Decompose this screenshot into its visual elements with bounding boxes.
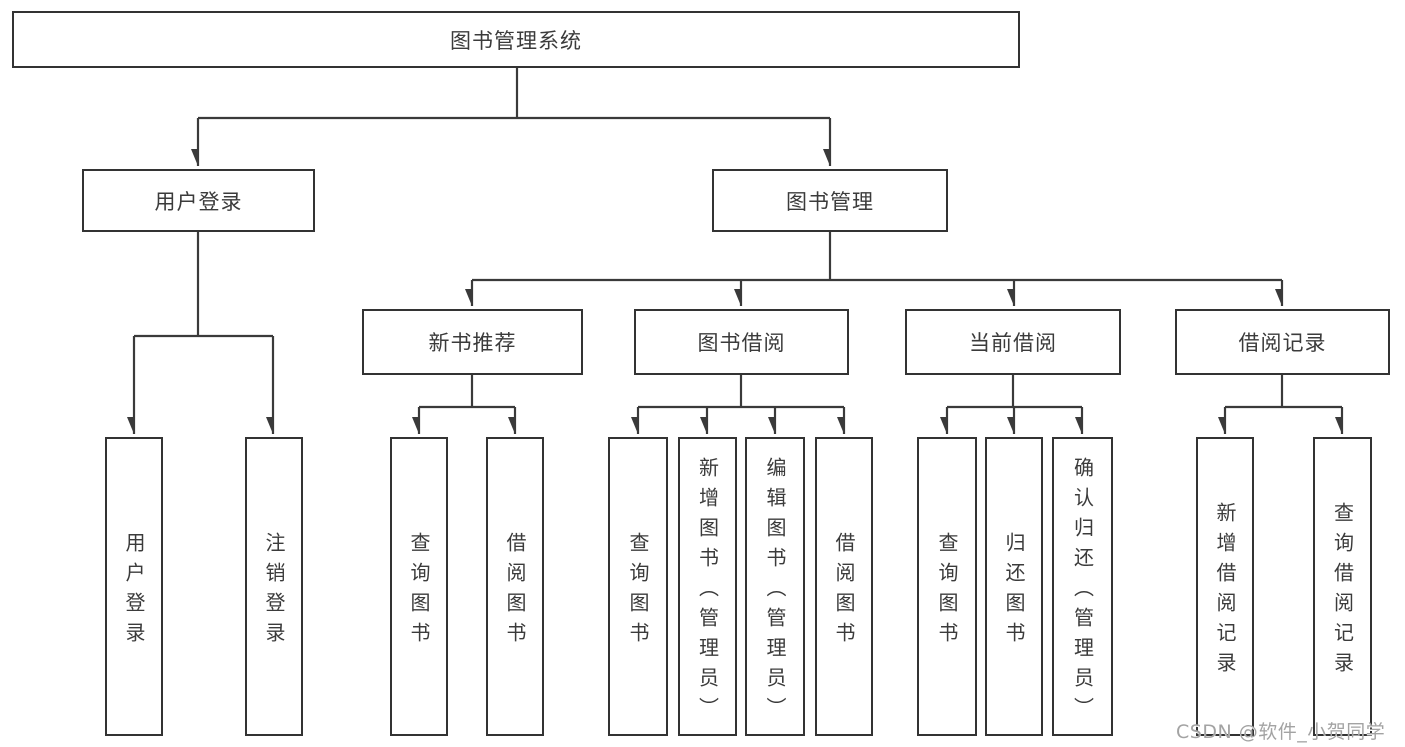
node-label: 借阅图书 [503, 531, 527, 652]
leaf-add-books-admin: 新增图书（管理员） [678, 437, 737, 736]
node-label: 用户登录 [122, 531, 146, 652]
node-user-login: 用户登录 [82, 169, 315, 232]
node-label: 图书管理系统 [450, 28, 582, 53]
node-new-book-recommend: 新书推荐 [362, 309, 583, 375]
leaf-add-borrow-record: 新增借阅记录 [1196, 437, 1254, 736]
node-label: 查询图书 [407, 531, 431, 652]
leaf-return-books: 归还图书 [985, 437, 1043, 736]
node-label: 新增图书（管理员） [695, 456, 720, 727]
node-book-borrow: 图书借阅 [634, 309, 849, 375]
node-current-borrow: 当前借阅 [905, 309, 1121, 375]
node-label: 查询图书 [626, 531, 650, 652]
node-label: 确认归还（管理员） [1070, 456, 1095, 727]
node-borrow-records: 借阅记录 [1175, 309, 1390, 375]
leaf-edit-books-admin: 编辑图书（管理员） [745, 437, 805, 736]
csdn-watermark: CSDN @软件_小贺同学 [1176, 721, 1386, 743]
node-label: 图书借阅 [697, 331, 786, 355]
node-book-management: 图书管理 [712, 169, 948, 232]
node-label: 归还图书 [1002, 531, 1026, 652]
leaf-confirm-return-admin: 确认归还（管理员） [1052, 437, 1113, 736]
node-label: 查询借阅记录 [1330, 501, 1355, 682]
node-label: 编辑图书（管理员） [763, 456, 787, 727]
node-root-system: 图书管理系统 [12, 11, 1020, 68]
leaf-query-books-recommend: 查询图书 [390, 437, 448, 736]
leaf-user-login: 用户登录 [105, 437, 163, 736]
node-label: 借阅图书 [832, 531, 856, 652]
leaf-logout: 注销登录 [245, 437, 303, 736]
node-label: 借阅记录 [1238, 331, 1327, 355]
node-label: 查询图书 [935, 531, 959, 652]
leaf-query-borrow-record: 查询借阅记录 [1313, 437, 1372, 736]
node-label: 注销登录 [262, 531, 286, 652]
node-label: 新书推荐 [428, 331, 517, 355]
node-label: 新增借阅记录 [1213, 501, 1237, 682]
leaf-query-books-borrow: 查询图书 [608, 437, 668, 736]
node-label: 图书管理 [786, 189, 874, 214]
leaf-query-books-current: 查询图书 [917, 437, 977, 736]
leaf-borrow-books-recommend: 借阅图书 [486, 437, 544, 736]
node-label: 当前借阅 [969, 331, 1057, 355]
node-label: 用户登录 [154, 189, 243, 214]
leaf-borrow-books: 借阅图书 [815, 437, 873, 736]
